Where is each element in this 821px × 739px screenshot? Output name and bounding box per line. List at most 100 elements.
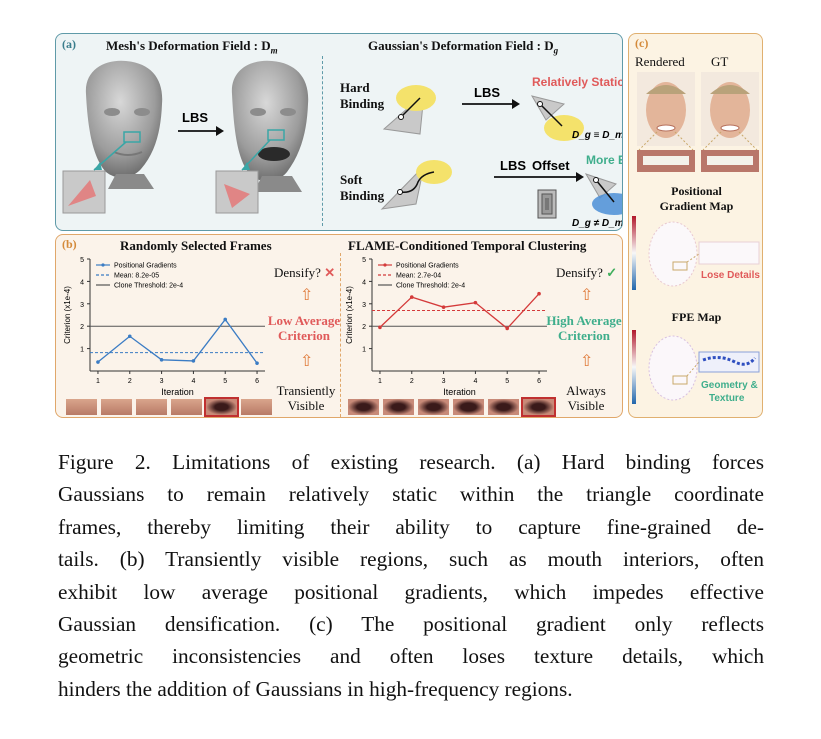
y-axis-label: Criterion (x1e-4): [345, 286, 354, 344]
more-expressive-label: More Expressive: [586, 153, 622, 167]
transiently-line2: Visible: [270, 398, 342, 413]
mouth-frame: [136, 399, 167, 415]
x-tick-label: 5: [505, 378, 509, 385]
low-average-line2: Criterion: [262, 328, 346, 343]
arrow-up-icon: ⇧: [580, 351, 593, 371]
cross-icon: ✕: [324, 265, 335, 280]
legend-label: Positional Gradients: [396, 263, 459, 270]
x-tick-label: 2: [128, 378, 132, 385]
y-tick-label: 4: [80, 279, 84, 286]
low-average-line1: Low Average: [262, 313, 346, 328]
legend-label: Clone Threshold: 2e-4: [396, 283, 465, 290]
data-point: [160, 358, 164, 362]
eq-hard: D_g ≡ D_m: [572, 130, 622, 141]
hard-lbs-arrowhead: [512, 99, 520, 109]
data-point: [255, 361, 259, 365]
mesh-head-neutral: [63, 61, 162, 213]
offset-label: Offset: [532, 158, 570, 173]
soft-lbs-arrowhead: [576, 172, 584, 182]
always-line1: Always: [556, 383, 616, 398]
frames-strip-right: [348, 399, 554, 415]
legend-label: Mean: 2.7e-04: [396, 273, 441, 280]
colorbar: [632, 330, 636, 404]
y-tick-label: 2: [80, 324, 84, 331]
arrow-up-icon: ⇧: [580, 285, 593, 305]
legend-label: Clone Threshold: 2e-4: [114, 283, 183, 290]
chart-left-title: Randomly Selected Frames: [120, 238, 272, 254]
caption-line: geometric inconsistencies and often lose…: [58, 640, 764, 672]
data-point: [537, 292, 541, 296]
figure-caption: Figure 2. Limitations of existing resear…: [58, 446, 764, 705]
x-tick-label: 1: [378, 378, 382, 385]
transiently-line1: Transiently: [270, 383, 342, 398]
legend-label: Positional Gradients: [114, 263, 177, 270]
rendered-teeth-crop: [637, 150, 695, 172]
gaussian-illustration: LBS Relatively Static D_g ≡ D_m LBS Offs…: [324, 34, 622, 230]
x-tick-label: 2: [410, 378, 414, 385]
mouth-frame-open: [383, 399, 414, 415]
data-point: [96, 360, 100, 364]
data-point: [128, 334, 132, 338]
mesh-lbs-arrowhead: [216, 126, 224, 136]
caption-line: Gaussians to remain relatively static wi…: [58, 478, 764, 510]
panel-b-tag: (b): [62, 237, 77, 252]
mouth-frame-open: [523, 399, 554, 415]
chart-right: 12345123456IterationCriterion (x1e-4)Pos…: [342, 253, 554, 397]
frames-strip-left: [66, 399, 272, 415]
y-tick-label: 5: [362, 257, 366, 264]
mouth-frame-open: [488, 399, 519, 415]
gt-teeth-crop: [701, 150, 759, 172]
always-line2: Visible: [556, 398, 616, 413]
densify-text-left: Densify?: [274, 265, 321, 280]
fpe-map-title: FPE Map: [629, 310, 764, 325]
densify-question-left: Densify? ✕: [274, 265, 335, 281]
rendered-label: Rendered: [635, 54, 685, 70]
caption-line: tails. (b) Transiently visible regions, …: [58, 543, 764, 575]
caption-line: exhibit low average positional gradients…: [58, 576, 764, 608]
arrow-up-icon: ⇧: [300, 351, 313, 371]
eq-soft: D_g ≠ D_m: [572, 218, 622, 229]
panel-b: (b) Randomly Selected Frames FLAME-Condi…: [55, 234, 623, 418]
x-tick-label: 4: [191, 378, 195, 385]
hard-lbs-label: LBS: [474, 85, 500, 100]
data-point: [192, 359, 196, 363]
fpe-map: Geometry & Texture: [629, 328, 764, 410]
always-visible-label: Always Visible: [556, 383, 616, 413]
caption-line: Gaussian densification. (c) The position…: [58, 608, 764, 640]
mouth-frame-open: [348, 399, 379, 415]
legend-marker: [383, 263, 386, 266]
caption-line: Figure 2. Limitations of existing resear…: [58, 446, 764, 478]
y-tick-label: 1: [362, 347, 366, 354]
x-tick-label: 1: [96, 378, 100, 385]
x-tick-label: 6: [537, 378, 541, 385]
mesh-illustration: LBS: [56, 34, 324, 230]
legend-label: Mean: 8.2e-05: [114, 273, 159, 280]
y-tick-label: 4: [362, 279, 366, 286]
y-tick-label: 5: [80, 257, 84, 264]
lose-details-label: Lose Details: [701, 270, 760, 281]
mesh-lbs-label: LBS: [182, 110, 208, 125]
positional-gradient-map: Lose Details: [629, 214, 764, 294]
geometry-texture-line2: Texture: [709, 393, 745, 404]
gt-face: [701, 72, 759, 146]
x-axis-label: Iteration: [161, 387, 194, 397]
check-icon: ✓: [606, 265, 617, 280]
soft-lbs-label: LBS: [500, 158, 526, 173]
gt-label: GT: [711, 54, 728, 70]
data-point: [505, 327, 509, 331]
data-point: [442, 305, 446, 309]
x-tick-label: 3: [442, 378, 446, 385]
y-tick-label: 3: [362, 302, 366, 309]
chart-left: 12345123456IterationCriterion (x1e-4)Pos…: [60, 253, 272, 397]
data-point: [378, 326, 382, 330]
series-line: [380, 294, 539, 329]
data-point: [474, 301, 478, 305]
data-point: [410, 295, 414, 299]
rendered-face: [637, 72, 695, 146]
data-point: [223, 318, 227, 322]
high-average-line2: Criterion: [542, 328, 626, 343]
x-axis-label: Iteration: [443, 387, 476, 397]
soft-binding-gaussian: [382, 160, 452, 209]
panel-c: (c) Rendered GT Positional Gra: [628, 33, 763, 418]
high-average-line1: High Average: [542, 313, 626, 328]
